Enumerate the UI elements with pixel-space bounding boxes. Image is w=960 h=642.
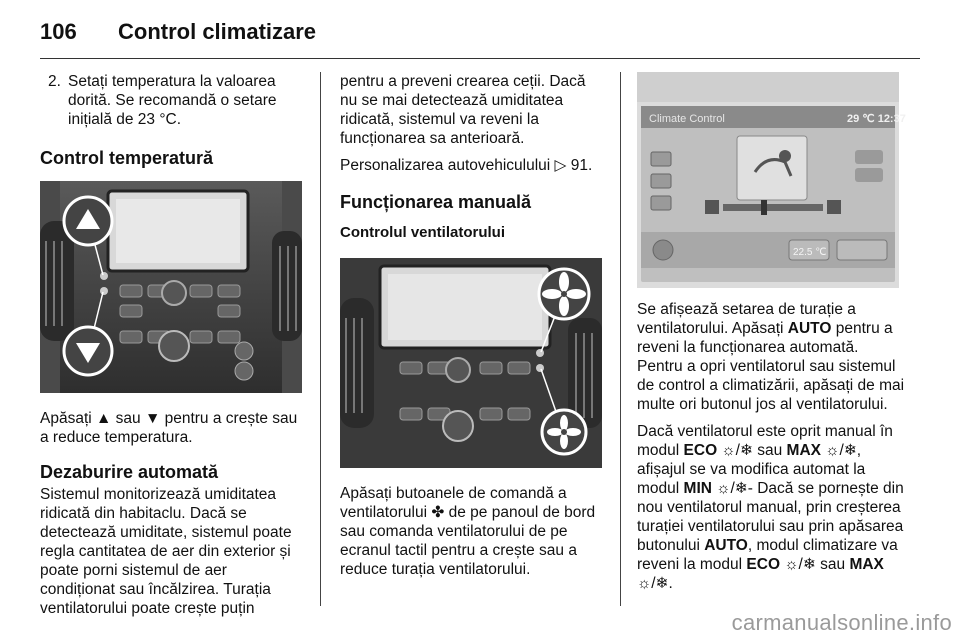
screen-temp-time: 29 ℃ 12:37: [847, 113, 906, 125]
page-header: 106 Control climatizare: [40, 12, 316, 52]
fan-control-caption: Apăsați butoanele de comandă a ventilato…: [340, 485, 596, 578]
fan-up-icon: [537, 267, 591, 321]
heading-auto-defog: Dezaburire automată: [40, 462, 219, 482]
fan-control-photo: [340, 258, 602, 468]
personalization-reference: Personalizarea autovehiculului ▷ 91.: [340, 157, 593, 174]
page-number: 106: [40, 19, 77, 44]
step-text: Setați temperatura la valoarea dorită. S…: [68, 73, 277, 128]
chapter-title: Control climatizare: [118, 19, 317, 44]
step-number: 2.: [48, 73, 61, 90]
column-3: Climate Control 29 ℃ 12:37 22.5 ℃ Se afi…: [637, 72, 906, 601]
subheading-fan-control: Controlul ventilatorului: [340, 224, 505, 241]
column-2: pentru a preveni crearea ceții. Dacă nu …: [340, 72, 602, 587]
climate-screen-image: Climate Control 29 ℃ 12:37 22.5 ℃: [637, 72, 906, 288]
heading-manual-operation: Funcționarea manuală: [340, 192, 532, 212]
column-divider-1: [320, 72, 321, 606]
temperature-control-photo: [40, 181, 302, 393]
column-divider-2: [620, 72, 621, 606]
heading-temperature-control: Control temperatură: [40, 148, 214, 168]
auto-defog-text: Sistemul monitorizează umiditatea ridica…: [40, 486, 292, 617]
defog-continued-text: pentru a preveni crearea ceții. Dacă nu …: [340, 73, 586, 147]
watermark: carmanualsonline.info: [731, 610, 952, 635]
fan-display-text: Se afișează setarea de turație a ventila…: [637, 301, 905, 413]
header-rule: [40, 58, 920, 59]
screen-set-temp: 22.5 ℃: [793, 247, 826, 258]
fan-off-text: Dacă ventilatorul este oprit manual în m…: [637, 423, 904, 592]
step-item: 2. Setați temperatura la valoarea dorită…: [48, 72, 302, 129]
screen-title: Climate Control: [649, 113, 725, 125]
temperature-caption: Apăsați ▲ sau ▼ pentru a crește sau a re…: [40, 410, 298, 446]
fan-down-icon: [540, 408, 588, 456]
column-1: 2. Setați temperatura la valoarea dorită…: [40, 72, 302, 626]
